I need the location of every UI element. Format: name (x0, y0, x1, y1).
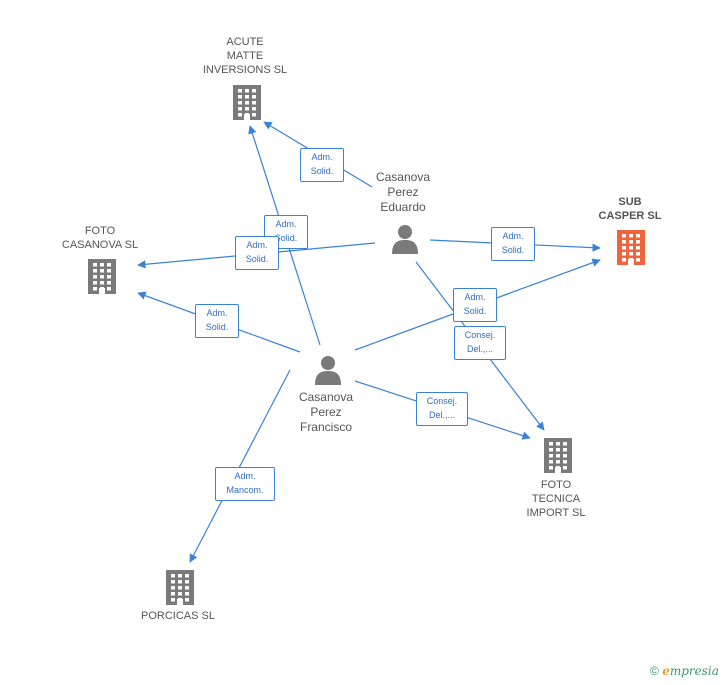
edge-label-eduardo-acute[interactable]: Adm. Solid. (300, 148, 344, 182)
copyright-notice: © empresia (650, 664, 719, 678)
edge-label-francisco-foto-tecnica[interactable]: Consej. Del.,... (416, 392, 468, 426)
edge-label-eduardo-foto-casanova[interactable]: Adm. Solid. (235, 236, 279, 270)
person-icon[interactable] (313, 355, 343, 390)
person-icon[interactable] (390, 224, 420, 259)
building-icon[interactable] (232, 84, 262, 125)
building-focus-icon[interactable] (616, 229, 646, 270)
edge-line (189, 369, 291, 563)
building-icon[interactable] (165, 569, 195, 610)
building-icon[interactable] (87, 258, 117, 299)
edge-label-eduardo-foto-tecnica[interactable]: Consej. Del.,... (454, 326, 506, 360)
edge-label-francisco-porcicas[interactable]: Adm. Mancom. (215, 467, 275, 501)
copyright-icon: © (650, 664, 659, 678)
node-label-eduardo: Casanova Perez Eduardo (375, 170, 431, 214)
node-label-acute: ACUTE MATTE INVERSIONS SL (202, 36, 288, 76)
empresia-logo: empresia (662, 664, 719, 678)
building-icon[interactable] (543, 437, 573, 478)
node-label-sub-casper: SUB CASPER SL (598, 196, 662, 222)
edge-label-francisco-foto-casanova[interactable]: Adm. Solid. (195, 304, 239, 338)
node-label-porcicas: PORCICAS SL (141, 610, 215, 622)
edge-label-eduardo-sub-casper[interactable]: Adm. Solid. (491, 227, 535, 261)
node-label-foto-tecnica: FOTO TECNICA IMPORT SL (526, 479, 586, 519)
node-label-francisco: Casanova Perez Francisco (298, 390, 354, 434)
node-label-foto-casanova: FOTO CASANOVA SL (61, 225, 139, 251)
edge-label-francisco-sub-casper[interactable]: Adm. Solid. (453, 288, 497, 322)
